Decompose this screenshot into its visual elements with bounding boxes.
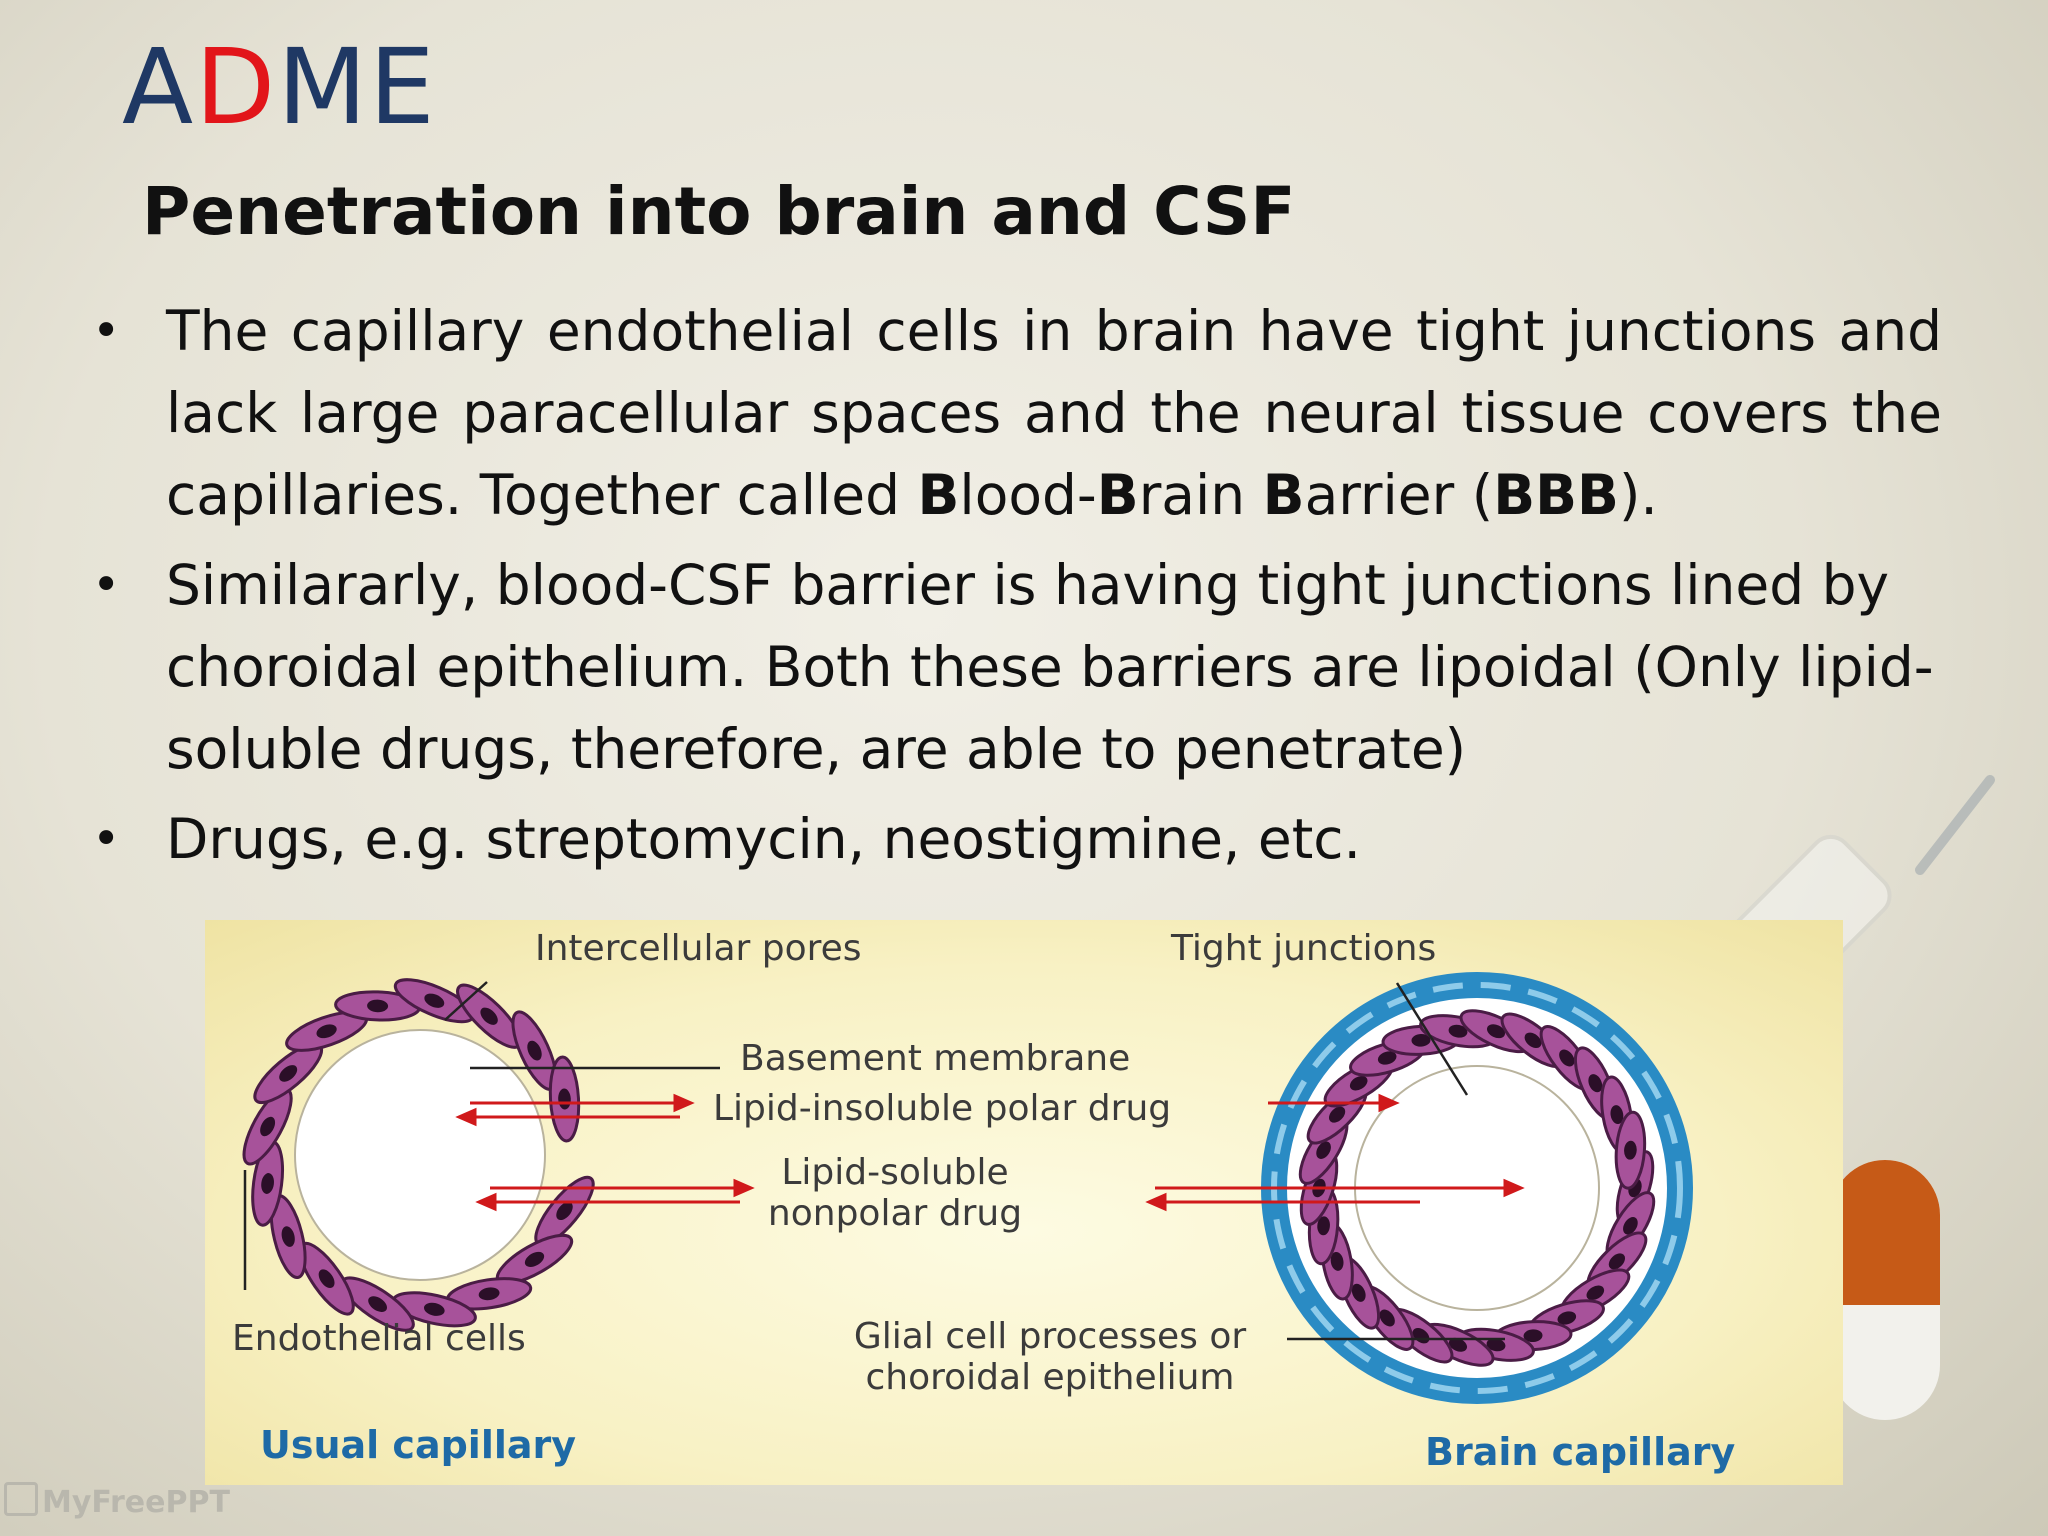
- endothelial-cell: [391, 1291, 477, 1328]
- cell-nucleus: [1588, 1074, 1603, 1093]
- bullet-text: B: [1096, 463, 1139, 527]
- arrow-head: [1503, 1178, 1525, 1198]
- cell-nucleus: [281, 1226, 295, 1247]
- play-icon: [4, 1482, 38, 1516]
- label-tight-junctions: Tight junctions: [1171, 928, 1437, 969]
- title-letter: M: [277, 26, 369, 148]
- cell-nucleus: [1349, 1075, 1368, 1091]
- bullet-dot: •: [92, 303, 121, 359]
- bullet-text: rain: [1138, 463, 1263, 527]
- label-lipid-soluble: Lipid-soluble nonpolar drug: [760, 1152, 1030, 1235]
- cell-nucleus: [524, 1251, 545, 1267]
- cell-nucleus: [318, 1269, 335, 1289]
- bullet-text: BBB: [1493, 463, 1619, 527]
- label-lipid-soluble-line2: nonpolar drug: [767, 1193, 1023, 1235]
- cell-nucleus: [1329, 1106, 1346, 1123]
- cell-nucleus: [279, 1065, 298, 1082]
- cell-nucleus: [1330, 1251, 1344, 1271]
- pointer-lines: [243, 981, 1505, 1341]
- cell-nucleus: [480, 1007, 498, 1025]
- drug-arrows: [455, 1093, 1525, 1212]
- arrow-head: [1145, 1192, 1167, 1212]
- title-letter: D: [195, 26, 278, 148]
- label-glial-line1: Glial cell processes or: [853, 1316, 1247, 1357]
- pores-pointer: [444, 981, 488, 1021]
- cell-nucleus: [1523, 1329, 1543, 1343]
- bullet-text: B: [1262, 463, 1305, 527]
- bullet-text: arrier (: [1304, 463, 1494, 527]
- bullet-list: • The capillary endothelial cells in bra…: [82, 290, 1942, 888]
- cell-nucleus: [423, 1302, 445, 1316]
- cell-nucleus: [1486, 1024, 1506, 1039]
- cell-nucleus: [1586, 1285, 1605, 1301]
- label-glial-line2: choroidal epithelium: [865, 1357, 1235, 1399]
- bullet-item: • The capillary endothelial cells in bra…: [82, 290, 1942, 536]
- cell-nucleus: [478, 1287, 500, 1301]
- cell-nucleus: [1623, 1217, 1638, 1235]
- title-letter: E: [368, 26, 437, 148]
- cell-nucleus: [1608, 1253, 1625, 1270]
- title-letter: A: [122, 26, 196, 148]
- capillary-diagram: [242, 972, 1693, 1404]
- bullet-text: Drugs, e.g. streptomycin, neostigmine, e…: [166, 807, 1362, 871]
- slide-title: ADME: [122, 30, 437, 144]
- bullet-text: The capillary endothelial cells in brain…: [166, 299, 1942, 527]
- label-intercellular-pores: Intercellular pores: [535, 928, 862, 969]
- label-endothelial-cells: Endothelial cells: [232, 1318, 526, 1359]
- cell-nucleus: [1411, 1033, 1431, 1047]
- endothelial-cell: [511, 1010, 558, 1091]
- cell-nucleus: [1379, 1309, 1395, 1327]
- cell-nucleus: [424, 993, 445, 1008]
- cell-nucleus: [1524, 1032, 1542, 1049]
- cell-nucleus: [1448, 1024, 1468, 1038]
- cell-nucleus: [260, 1116, 276, 1137]
- cell-nucleus: [261, 1173, 274, 1194]
- caption-brain-capillary: Brain capillary: [1425, 1430, 1736, 1474]
- endothelial-cell: [285, 1010, 369, 1052]
- label-lipid-soluble-line1: Lipid-soluble: [781, 1152, 1009, 1193]
- arrow-head: [673, 1093, 695, 1113]
- caption-usual-capillary: Usual capillary: [260, 1423, 577, 1467]
- slide-subtitle: Penetration into brain and CSF: [142, 173, 1296, 250]
- watermark-text: MyFreePPT: [42, 1485, 230, 1520]
- bullet-text: lood-: [959, 463, 1097, 527]
- label-glial: Glial cell processes or choroidal epithe…: [805, 1316, 1295, 1399]
- bbb-diagram: Intercellular pores Tight junctions Base…: [205, 920, 1843, 1485]
- tight-junction-pointer: [1395, 982, 1469, 1096]
- cell-nucleus: [1351, 1283, 1366, 1302]
- cell-nucleus: [1316, 1141, 1331, 1159]
- bullet-text: Similararly, blood-CSF barrier is having…: [166, 553, 1934, 781]
- bullet-dot: •: [92, 811, 121, 867]
- endothelial-cell: [1614, 1110, 1647, 1190]
- cell-nucleus: [1557, 1311, 1577, 1325]
- bullet-text: B: [917, 463, 960, 527]
- cell-nucleus: [1486, 1338, 1506, 1352]
- arrow-head: [475, 1192, 497, 1212]
- cell-nucleus: [527, 1040, 542, 1061]
- arrow-head: [733, 1178, 755, 1198]
- label-lipid-insoluble: Lipid-insoluble polar drug: [713, 1088, 1172, 1129]
- bullet-dot: •: [92, 557, 121, 613]
- label-basement-membrane: Basement membrane: [740, 1038, 1131, 1079]
- arrow-head: [455, 1107, 477, 1127]
- cell-nucleus: [316, 1024, 337, 1039]
- arrow-head: [1378, 1093, 1400, 1113]
- bullet-item: • Drugs, e.g. streptomycin, neostigmine, …: [82, 798, 1942, 880]
- bullet-item: • Similararly, blood-CSF barrier is havi…: [82, 544, 1942, 790]
- brain-capillary-cells: [1298, 1009, 1656, 1367]
- cell-nucleus: [1610, 1105, 1624, 1125]
- usual-capillary-lumen: [294, 1029, 546, 1281]
- cell-nucleus: [556, 1201, 573, 1221]
- cell-nucleus: [1559, 1049, 1575, 1067]
- cell-nucleus: [1317, 1216, 1330, 1236]
- watermark: MyFreePPT: [4, 1482, 230, 1520]
- cell-nucleus: [1448, 1337, 1468, 1352]
- cell-nucleus: [368, 1296, 387, 1312]
- cell-nucleus: [367, 999, 389, 1013]
- bullet-text: ).: [1618, 463, 1658, 527]
- cell-nucleus: [1624, 1140, 1637, 1160]
- cell-nucleus: [1377, 1051, 1397, 1065]
